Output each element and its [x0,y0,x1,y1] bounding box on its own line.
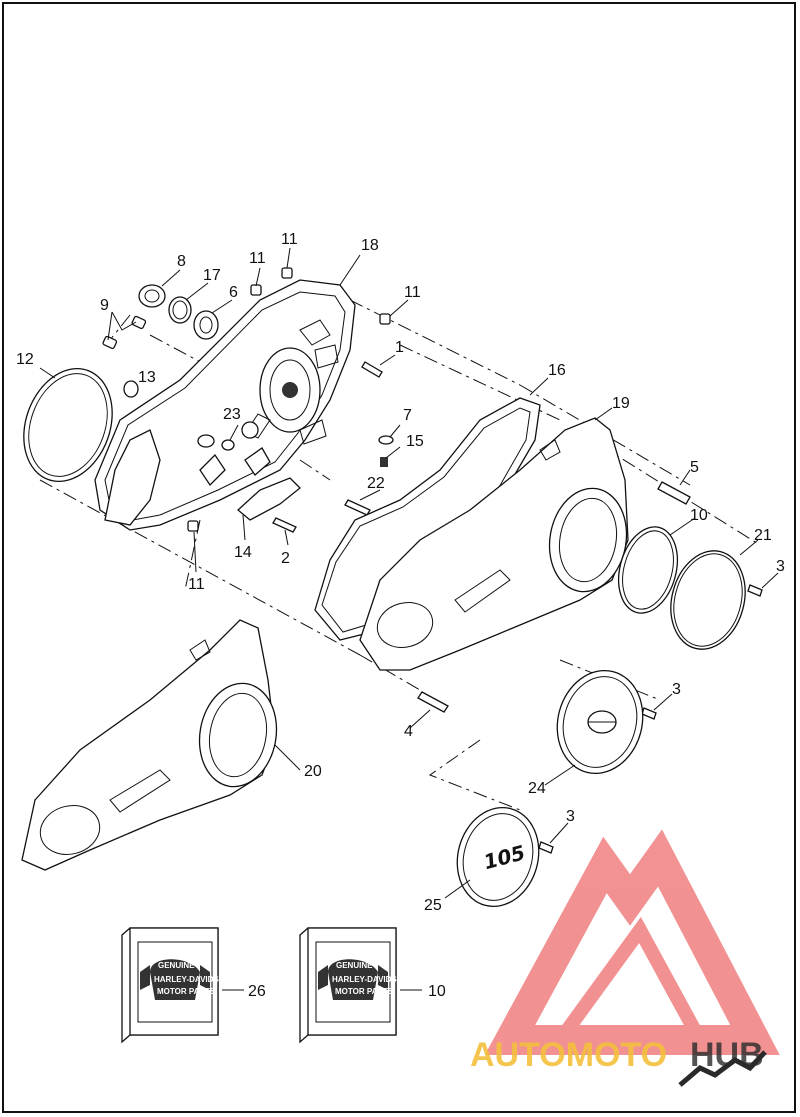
kit-box-10-emblem-top: GENUINE [336,961,373,970]
callout-6: 6 [229,284,238,301]
callout-3-a: 3 [776,558,785,575]
callout-14: 14 [234,544,252,561]
callout-20: 20 [304,763,322,780]
callout-numbers: 8 17 6 9 12 13 11 11 18 11 1 7 15 22 23 … [16,231,785,1000]
kit-box-10-emblem-bottom: MOTOR PARTS [335,987,394,996]
callout-7: 7 [403,407,412,424]
outer-primary-cover-19 [359,417,629,671]
callout-3-c: 3 [566,808,575,825]
kit-box-26-emblem-top: GENUINE [158,961,195,970]
callout-19: 19 [612,395,630,412]
callout-3-b: 3 [672,681,681,698]
o-ring-10 [618,526,678,614]
callout-17: 17 [203,267,221,284]
callout-2: 2 [281,550,290,567]
callout-21: 21 [754,527,772,544]
inner-primary-housing-18 [94,279,356,531]
derby-cover-25: 105 [456,806,540,908]
kit-box-10: GENUINE HARLEY-DAVIDSON MOTOR PARTS [299,927,409,1044]
callout-18: 18 [361,237,379,254]
watermark-text-automoto: AUTOMOTO [470,1036,667,1074]
watermark-text: AUTOMOTO HUB [470,1036,767,1087]
kit-box-10-emblem-middle: HARLEY-DAVIDSON [332,975,409,984]
watermark-logo [484,829,780,1055]
watermark-swoosh [678,1050,767,1087]
callout-26: 26 [248,983,266,1000]
leader-lines [39,247,779,991]
kit-box-26-emblem-bottom: MOTOR PARTS [157,987,216,996]
callout-25: 25 [424,897,442,914]
callout-5: 5 [690,459,699,476]
callout-24: 24 [528,780,546,797]
callout-9: 9 [100,297,109,314]
callout-10-a: 10 [690,507,708,524]
kit-box-26: GENUINE HARLEY-DAVIDSON MOTOR PARTS [121,927,231,1044]
callout-23: 23 [223,406,241,423]
callout-4: 4 [404,723,413,740]
callout-16: 16 [548,362,566,379]
gasket-12 [23,367,113,483]
callout-11-b: 11 [281,231,298,248]
callout-1: 1 [395,339,404,356]
callout-10-b: 10 [428,983,446,1000]
callout-8: 8 [177,253,186,270]
kit-box-26-emblem-middle: HARLEY-DAVIDSON [154,975,231,984]
derby-gasket-21 [670,550,746,650]
callout-22: 22 [367,475,385,492]
callout-13: 13 [138,369,156,386]
callout-11-c: 11 [404,284,421,301]
callout-15: 15 [406,433,424,450]
primary-cover-20 [21,619,278,871]
callout-11-d: 11 [188,576,205,593]
derby-cover-24 [556,669,644,775]
callout-11-a: 11 [249,250,266,267]
callout-12: 12 [16,351,34,368]
